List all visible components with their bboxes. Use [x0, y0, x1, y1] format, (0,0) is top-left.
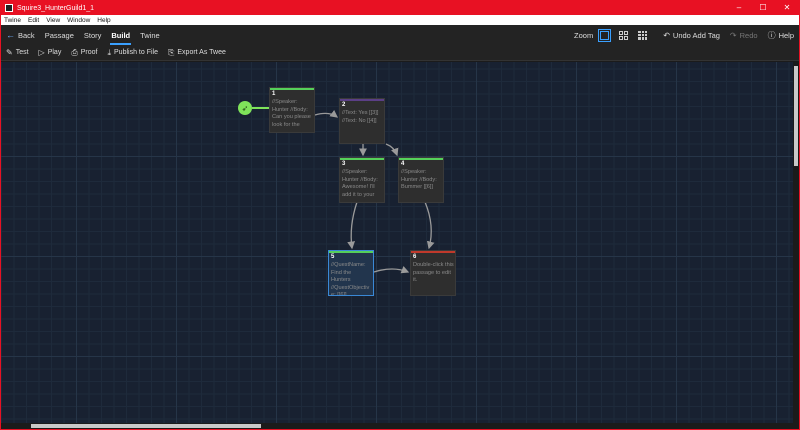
back-button[interactable]: ← Back	[1, 25, 40, 45]
zoom-small-icon[interactable]	[638, 30, 648, 40]
twine-app-icon	[5, 4, 13, 12]
zoom-large-icon[interactable]	[598, 28, 612, 42]
undo-icon: ↶	[663, 30, 670, 40]
tab-build-label: Build	[111, 30, 131, 40]
start-connector	[252, 107, 270, 109]
tag-stripe	[329, 251, 373, 253]
play-label: Play	[47, 49, 62, 56]
tab-build[interactable]: Build	[106, 25, 135, 45]
minimize-button[interactable]: –	[736, 3, 742, 12]
vertical-scrollbar[interactable]	[793, 62, 799, 423]
vertical-scroll-thumb[interactable]	[794, 66, 798, 166]
back-label: Back	[18, 30, 35, 40]
passage-card-selected[interactable]: 5 //QuestName: Find the Hunters //QuestO…	[328, 250, 374, 296]
top-toolbar: ← Back Passage Story Build Twine Zoom ↶ …	[1, 25, 799, 45]
title-bar: Squire3_HunterGuild1_1 – ☐ ✕	[1, 1, 799, 15]
passage-excerpt: //Speaker: Hunter //Body: Awesome! I'll …	[342, 169, 378, 198]
tab-twine-label: Twine	[140, 30, 160, 40]
close-button[interactable]: ✕	[783, 3, 791, 12]
tools-icon: ✎	[6, 48, 13, 57]
menu-help[interactable]: Help	[97, 16, 111, 24]
zoom-medium-icon[interactable]	[619, 30, 629, 40]
passage-excerpt: Double-click this passage to edit it.	[413, 262, 454, 283]
passage-title: 6	[413, 254, 417, 260]
file-export-icon: ⎘	[167, 47, 175, 57]
help-button[interactable]: ⓘ Help	[763, 25, 799, 45]
horizontal-scroll-thumb[interactable]	[31, 424, 261, 428]
zoom-label: Zoom	[574, 30, 594, 40]
export-label: Export As Twee	[177, 49, 226, 56]
passage-title: 4	[401, 161, 405, 167]
redo-button[interactable]: ↷ Redo	[725, 25, 763, 45]
play-icon: ▷	[38, 48, 45, 57]
window-title: Squire3_HunterGuild1_1	[17, 4, 95, 12]
tab-passage[interactable]: Passage	[40, 25, 79, 45]
test-button[interactable]: ✎ Test	[1, 48, 34, 57]
file-download-icon: ⤓	[107, 47, 112, 57]
undo-button[interactable]: ↶ Undo Add Tag	[658, 25, 725, 45]
tab-twine[interactable]: Twine	[135, 25, 165, 45]
passage-card[interactable]: 6 Double-click this passage to edit it.	[410, 250, 456, 296]
build-toolbar: ✎ Test ▷ Play ⎙ Proof ⤓ Publish to File …	[1, 45, 799, 61]
passage-excerpt: //QuestName: Find the Hunters //QuestObj…	[331, 262, 370, 295]
help-icon: ⓘ	[767, 30, 776, 40]
tag-stripe	[340, 99, 384, 101]
arrow-left-icon: ←	[6, 30, 15, 40]
passage-title: 3	[342, 161, 346, 167]
menu-edit[interactable]: Edit	[27, 16, 40, 24]
publish-button[interactable]: ⤓ Publish to File	[102, 48, 163, 58]
menu-window[interactable]: Window	[67, 16, 91, 24]
tag-stripe	[411, 251, 455, 253]
tab-passage-label: Passage	[44, 30, 74, 40]
proof-label: Proof	[80, 49, 98, 56]
passage-card[interactable]: 4 //Speaker: Hunter //Body: Bummer [[6]]	[398, 157, 444, 203]
redo-icon: ↷	[729, 30, 737, 40]
passage-excerpt: //Text: Yes [[3]] //Text: No [[4]]	[342, 110, 379, 124]
menu-bar: Twine Edit View Window Help	[1, 15, 799, 25]
menu-twine[interactable]: Twine	[4, 16, 21, 24]
passage-title: 5	[331, 254, 335, 260]
rocket-icon: ➶	[238, 101, 252, 115]
passage-card[interactable]: 2 //Text: Yes [[3]] //Text: No [[4]]	[339, 98, 385, 144]
printer-icon: ⎙	[71, 47, 78, 57]
tab-story-label: Story	[83, 30, 102, 40]
story-map-canvas[interactable]	[1, 62, 793, 423]
help-label: Help	[778, 30, 794, 40]
passage-title: 1	[272, 91, 276, 97]
publish-label: Publish to File	[114, 49, 158, 56]
passage-card[interactable]: 1 //Speaker: Hunter //Body: Can you plea…	[269, 87, 315, 133]
horizontal-scrollbar[interactable]	[1, 423, 793, 429]
passage-card[interactable]: 3 //Speaker: Hunter //Body: Awesome! I'l…	[339, 157, 385, 203]
menu-view[interactable]: View	[46, 16, 61, 24]
proof-button[interactable]: ⎙ Proof	[66, 48, 102, 58]
passage-title: 2	[342, 102, 346, 108]
tag-stripe	[340, 158, 384, 160]
tag-stripe	[270, 88, 314, 90]
passage-excerpt: //Speaker: Hunter //Body: Can you please…	[272, 99, 311, 128]
undo-label: Undo Add Tag	[672, 30, 720, 40]
tab-story[interactable]: Story	[79, 25, 107, 45]
test-label: Test	[15, 49, 29, 56]
export-button[interactable]: ⎘ Export As Twee	[163, 48, 231, 58]
maximize-button[interactable]: ☐	[759, 3, 767, 12]
passage-excerpt: //Speaker: Hunter //Body: Bummer [[6]]	[401, 169, 437, 190]
play-button[interactable]: ▷ Play	[34, 48, 67, 57]
redo-label: Redo	[739, 30, 758, 40]
tag-stripe	[399, 158, 443, 160]
